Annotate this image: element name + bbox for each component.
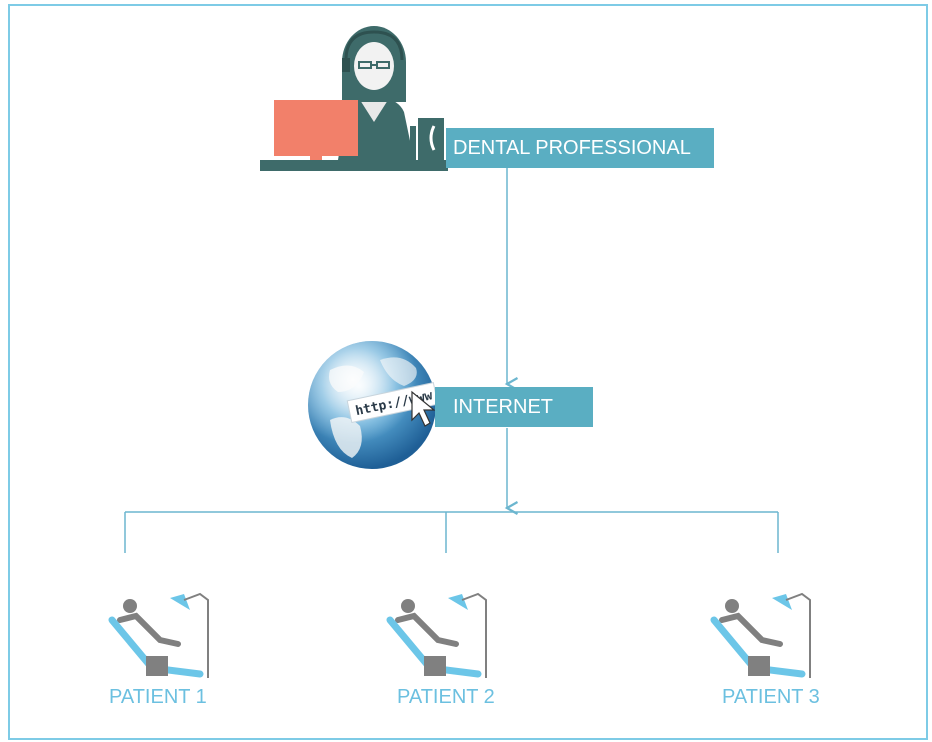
outer-frame (8, 4, 928, 740)
internet-label: INTERNET (435, 387, 593, 427)
patient-3-label: PATIENT 3 (722, 686, 820, 708)
dental-professional-label: DENTAL PROFESSIONAL (446, 128, 714, 168)
patient-3-chair-icon (710, 592, 811, 678)
patient-1-chair-icon (108, 592, 209, 678)
internet-text: INTERNET (453, 395, 553, 418)
patient-1-label: PATIENT 1 (109, 686, 207, 708)
dentist-at-computer-icon (260, 26, 448, 171)
patient-2-chair-icon (386, 592, 487, 678)
dental-professional-text: DENTAL PROFESSIONAL (453, 136, 691, 159)
patient-2-label: PATIENT 2 (397, 686, 495, 708)
globe-http-icon: http://www. (308, 341, 441, 469)
